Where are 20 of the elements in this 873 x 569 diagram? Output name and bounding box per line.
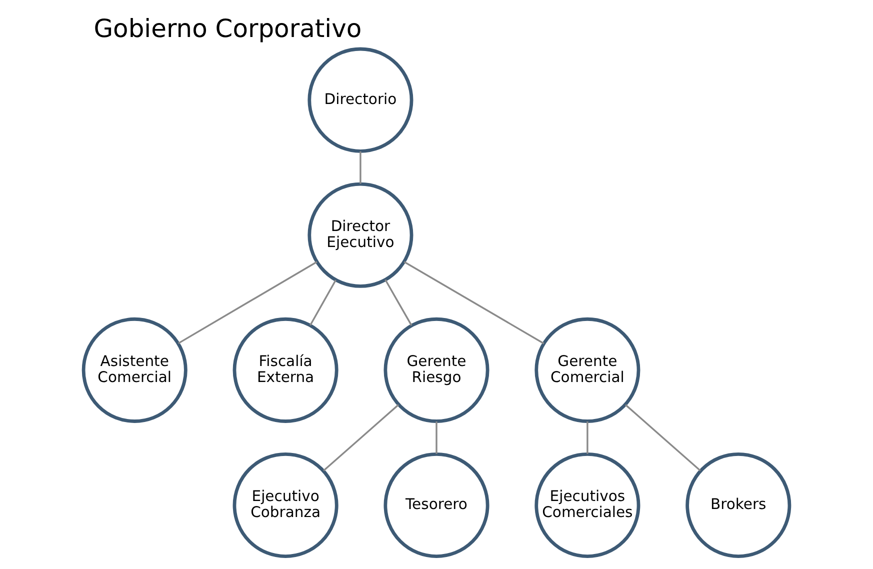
diagram-title: Gobierno Corporativo (94, 14, 362, 44)
connector (384, 279, 412, 326)
node-circle: Asistente Comercial (82, 317, 188, 423)
node-circle: Gerente Riesgo (384, 317, 490, 423)
connector (436, 422, 438, 454)
connector (624, 404, 701, 472)
node-circle: Tesorero (384, 452, 490, 558)
node-circle: Fiscalía Externa (232, 317, 338, 423)
connector (586, 422, 588, 454)
node-circle: Brokers (686, 452, 792, 558)
node-circle: Ejecutivos Comerciales (534, 452, 640, 558)
node-circle: Director Ejecutivo (308, 182, 414, 288)
connector (404, 261, 544, 344)
node-circle: Directorio (308, 47, 414, 153)
connector (360, 151, 362, 184)
node-circle: Ejecutivo Cobranza (232, 452, 338, 558)
node-circle: Gerente Comercial (534, 317, 640, 423)
connector (178, 261, 318, 344)
connector (310, 280, 336, 326)
connector (323, 404, 399, 472)
